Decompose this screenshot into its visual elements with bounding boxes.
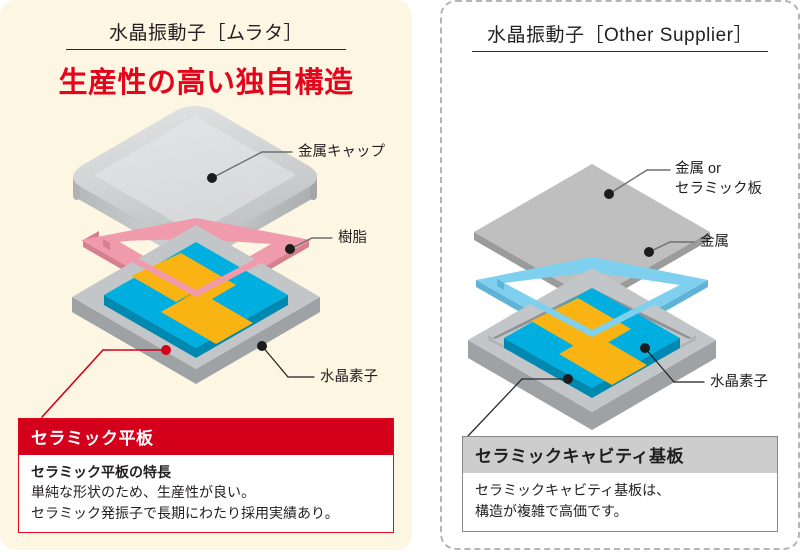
label-metal: 金属 bbox=[700, 234, 729, 250]
callout-right-line-2: 構造が複雑で高価です。 bbox=[475, 503, 628, 519]
left-panel-murata: 水晶振動子［ムラタ］ 生産性の高い独自構造 bbox=[0, 0, 412, 550]
callout-left-line-3: セラミック発振子で長期にわたり採用実績あり。 bbox=[31, 504, 339, 521]
callout-left-title: セラミック平板 bbox=[19, 419, 393, 455]
right-panel-header-text: 水晶振動子［Other Supplier］ bbox=[486, 25, 753, 46]
right-header-underline bbox=[472, 51, 768, 52]
label-resin: 樹脂 bbox=[338, 230, 367, 246]
callout-ceramic-cavity-substrate: セラミックキャビティ基板 セラミックキャビティ基板は、 構造が複雑で高価です。 bbox=[462, 436, 778, 532]
resin-ring-front-overlay bbox=[103, 239, 282, 297]
left-header-underline bbox=[66, 49, 346, 50]
callout-left-line-2: 単純な形状のため、生産性が良い。 bbox=[31, 484, 255, 501]
right-panel-header: 水晶振動子［Other Supplier］ bbox=[442, 20, 798, 54]
callout-right-line-1: セラミックキャビティ基板は、 bbox=[475, 482, 671, 498]
callout-left-line-1: セラミック平板の特長 bbox=[31, 464, 171, 480]
callout-ceramic-flat-plate: セラミック平板 セラミック平板の特長 単純な形状のため、生産性が良い。 セラミッ… bbox=[18, 418, 394, 533]
label-metal-or-ceramic-plate: 金属 or セラミック板 bbox=[675, 160, 762, 199]
leader-lines-left bbox=[41, 151, 333, 418]
left-panel-header-text: 水晶振動子［ムラタ］ bbox=[108, 23, 304, 44]
left-exploded-diagram bbox=[41, 106, 333, 418]
metal-ring-shape bbox=[476, 257, 708, 353]
label-crystal-element-left: 水晶素子 bbox=[320, 369, 378, 385]
label-metal-or-ceramic-plate-line1: 金属 or bbox=[675, 161, 721, 177]
metal-or-ceramic-plate-shape bbox=[474, 164, 710, 308]
label-metal-or-ceramic-plate-line2: セラミック板 bbox=[675, 180, 762, 197]
callout-left-body: セラミック平板の特長 単純な形状のため、生産性が良い。 セラミック発振子で長期に… bbox=[19, 455, 393, 532]
callout-right-title: セラミックキャビティ基板 bbox=[463, 437, 777, 473]
left-panel-header: 水晶振動子［ムラタ］ bbox=[0, 18, 412, 52]
metal-cap-shape bbox=[73, 106, 318, 266]
left-panel-headline: 生産性の高い独自構造 bbox=[58, 67, 354, 99]
electrode-shape-left bbox=[131, 253, 253, 344]
leader-lines-right bbox=[467, 169, 705, 437]
label-crystal-element-right: 水晶素子 bbox=[710, 374, 768, 390]
label-metal-cap: 金属キャップ bbox=[298, 144, 385, 160]
callout-right-body: セラミックキャビティ基板は、 構造が複雑で高価です。 bbox=[463, 473, 777, 531]
right-exploded-diagram bbox=[467, 164, 716, 437]
electrode-shape-right bbox=[531, 298, 647, 385]
metal-ring-front-overlay bbox=[497, 279, 680, 337]
